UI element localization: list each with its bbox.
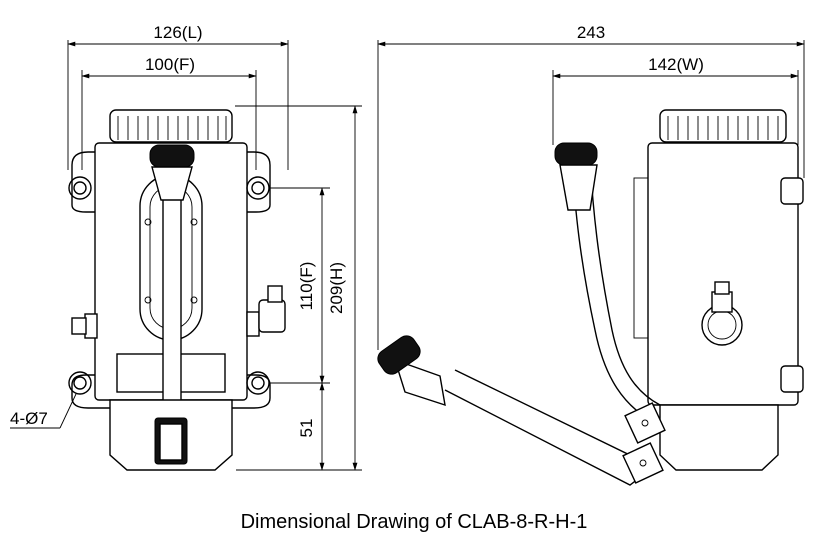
- dim-height-total: 209(H): [327, 262, 346, 314]
- dim-side-width: 142(W): [648, 55, 704, 74]
- dim-length: 126(L): [153, 23, 202, 42]
- dim-front-width: 100(F): [145, 55, 195, 74]
- dim-overall-width: 243: [577, 23, 605, 42]
- mounting-holes: [68, 176, 270, 395]
- front-view: [68, 109, 286, 471]
- side-cap-ridges: [667, 116, 779, 140]
- side-view: [377, 109, 804, 486]
- dim-height-front: 110(F): [297, 262, 316, 311]
- dim-holes: 4-Ø7: [10, 409, 48, 428]
- cap-ridges: [117, 116, 227, 140]
- dim-base-height: 51: [297, 419, 316, 438]
- dimension-lines: [10, 40, 805, 471]
- drawing-caption: Dimensional Drawing of CLAB-8-R-H-1: [241, 511, 588, 533]
